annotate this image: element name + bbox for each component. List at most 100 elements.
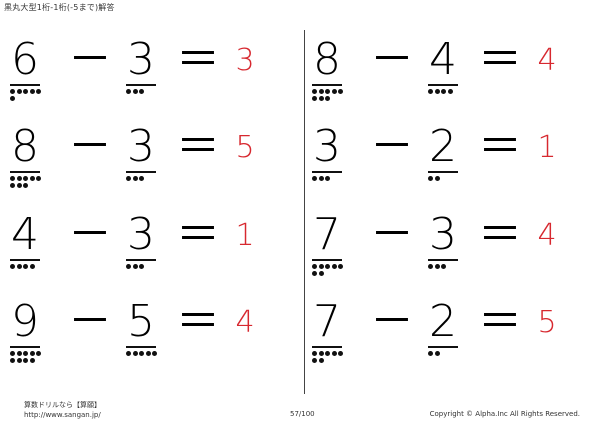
count-dot — [318, 176, 324, 181]
footer-url[interactable]: http://www.sangan.jp/ — [24, 411, 101, 419]
subtrahend: 2 — [429, 121, 457, 172]
count-dot — [23, 351, 28, 356]
count-dot — [428, 176, 433, 181]
count-dot — [132, 176, 138, 181]
equals-sign: ＝ — [176, 121, 220, 172]
subtrahend-underline — [126, 171, 156, 173]
footer-site-name: 算数ドリルなら【算願】 — [24, 401, 101, 409]
equals-sign: ＝ — [478, 121, 522, 172]
count-dot — [10, 357, 15, 363]
subtrahend-dots — [428, 89, 472, 96]
equals-sign: ＝ — [478, 296, 522, 347]
minuend: 4 — [11, 209, 39, 260]
count-dot — [441, 264, 446, 269]
minuend-underline — [10, 84, 40, 86]
count-dot — [16, 182, 22, 188]
answer: 4 — [537, 218, 557, 253]
count-dot — [139, 176, 144, 181]
subtrahend-underline — [126, 84, 156, 86]
subtrahend: 3 — [127, 34, 155, 85]
count-dot — [434, 176, 440, 181]
answer: 3 — [235, 43, 255, 78]
column-divider — [304, 30, 305, 394]
count-dot — [10, 176, 15, 181]
minuend-underline — [312, 171, 342, 173]
count-dot — [331, 89, 337, 94]
count-dot — [139, 351, 144, 356]
minuend-underline — [312, 84, 342, 86]
subtrahend-dots — [126, 264, 170, 271]
count-dot — [447, 89, 453, 94]
footer-branding: 算数ドリルなら【算願】 http://www.sangan.jp/ — [24, 400, 101, 420]
minuend-underline — [10, 346, 40, 348]
count-dot — [434, 351, 440, 356]
minuend: 7 — [313, 296, 341, 347]
minus-sign: － — [370, 209, 414, 260]
minuend-dots — [10, 89, 54, 102]
minus-sign: － — [68, 296, 112, 347]
count-dot — [139, 264, 144, 269]
count-dot — [10, 89, 15, 94]
subtrahend-dots — [428, 351, 472, 358]
minuend: 3 — [313, 121, 341, 172]
count-dot — [325, 176, 330, 181]
minus-sign: － — [68, 121, 112, 172]
count-dot — [126, 351, 131, 356]
count-dot — [126, 176, 131, 181]
count-dot — [145, 351, 151, 356]
count-dot — [23, 357, 28, 363]
count-dot — [428, 89, 433, 94]
minuend-underline — [10, 171, 40, 173]
count-dot — [312, 95, 317, 101]
count-dot — [318, 95, 324, 101]
minuend: 9 — [11, 296, 39, 347]
count-dot — [325, 264, 330, 269]
count-dot — [312, 176, 317, 181]
count-dot — [312, 264, 317, 269]
subtrahend: 2 — [429, 296, 457, 347]
count-dot — [318, 357, 324, 363]
subtrahend: 3 — [429, 209, 457, 260]
count-dot — [441, 89, 446, 94]
count-dot — [312, 270, 317, 276]
subtrahend-dots — [126, 89, 170, 96]
minus-sign: － — [370, 121, 414, 172]
answer: 5 — [235, 130, 255, 165]
count-dot — [139, 89, 144, 94]
count-dot — [312, 89, 317, 94]
subtrahend-underline — [126, 346, 156, 348]
subtrahend: 3 — [127, 209, 155, 260]
count-dot — [126, 264, 131, 269]
count-dot — [434, 264, 440, 269]
answer: 1 — [235, 218, 255, 253]
count-dot — [16, 176, 22, 181]
subtrahend-dots — [428, 264, 472, 271]
count-dot — [325, 89, 330, 94]
count-dot — [428, 351, 433, 356]
count-dot — [331, 351, 337, 356]
count-dot — [132, 351, 138, 356]
worksheet-title: 黒丸大型1桁-1桁(-5まで)解答 — [4, 3, 115, 12]
count-dot — [312, 357, 317, 363]
answer: 5 — [537, 305, 557, 340]
count-dot — [23, 176, 28, 181]
equals-sign: ＝ — [478, 209, 522, 260]
minuend-dots — [10, 264, 54, 271]
count-dot — [338, 89, 343, 94]
count-dot — [318, 89, 324, 94]
subtrahend-dots — [126, 351, 170, 358]
minuend-dots — [312, 351, 356, 364]
count-dot — [325, 351, 330, 356]
count-dot — [16, 351, 22, 356]
subtrahend: 5 — [127, 296, 155, 347]
count-dot — [29, 351, 35, 356]
copyright-notice: Copyright © Alpha.Inc All Rights Reserve… — [429, 410, 580, 418]
count-dot — [36, 176, 41, 181]
minuend-dots — [312, 264, 356, 277]
count-dot — [338, 351, 343, 356]
count-dot — [29, 357, 35, 363]
answer: 1 — [537, 130, 557, 165]
count-dot — [29, 176, 35, 181]
equals-sign: ＝ — [176, 34, 220, 85]
count-dot — [331, 264, 337, 269]
